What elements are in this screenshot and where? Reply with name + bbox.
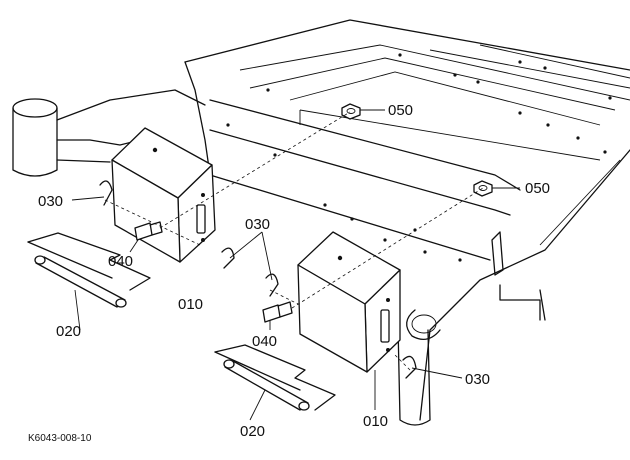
nut-middle	[473, 180, 493, 197]
bracket-left	[111, 127, 216, 263]
snap-pin-right-upper	[265, 273, 279, 297]
label-030-left: 030	[38, 193, 63, 210]
label-040-right: 040	[252, 333, 277, 350]
assembly-lines	[104, 111, 484, 371]
plate-pin-left	[27, 232, 151, 308]
label-020-left: 020	[56, 323, 81, 340]
bolt-right	[262, 301, 293, 323]
snap-pin-right-lower	[402, 355, 417, 379]
plate-pin-right	[214, 344, 336, 411]
snap-pin-left-lower	[221, 247, 235, 269]
drawing-code: K6043-008-10	[28, 433, 92, 444]
label-010-left: 010	[178, 296, 203, 313]
label-050-middle: 050	[525, 180, 550, 197]
label-040-left: 040	[108, 253, 133, 270]
nut-top	[341, 103, 361, 120]
label-020-right: 020	[240, 423, 265, 440]
bracket-right	[297, 231, 401, 373]
label-010-right: 010	[363, 413, 388, 430]
label-050-top: 050	[388, 102, 413, 119]
label-030-center: 030	[245, 216, 270, 233]
left-pivot-tube	[12, 89, 206, 177]
snap-pin-left-upper	[99, 180, 113, 206]
leader-lines	[71, 109, 520, 421]
label-030-right: 030	[465, 371, 490, 388]
